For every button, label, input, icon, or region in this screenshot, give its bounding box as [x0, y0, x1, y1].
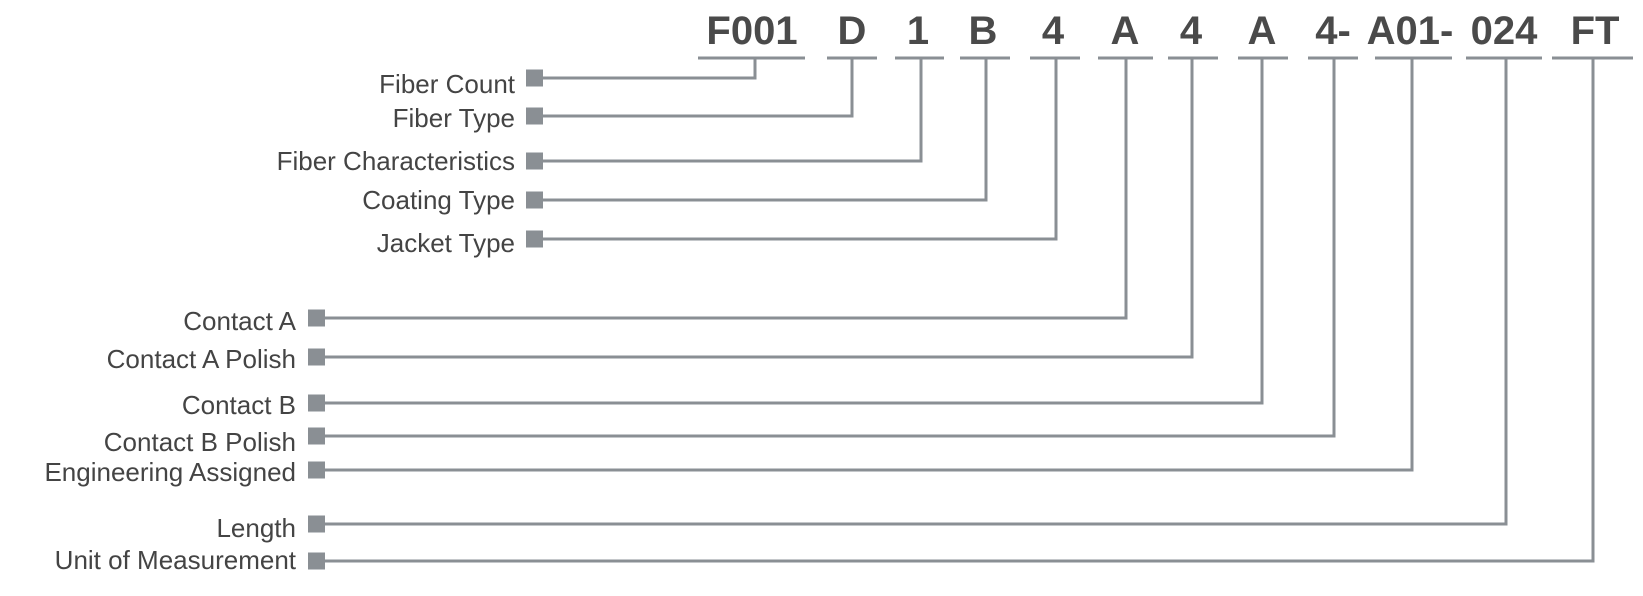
leader-line: [325, 58, 1194, 359]
code-segment: A01-: [1367, 9, 1454, 53]
code-segment: FT: [1571, 9, 1620, 53]
code-segment: A: [1248, 9, 1277, 53]
leader-line: [325, 58, 1508, 526]
field-label: Jacket Type: [377, 228, 515, 258]
marker-square: [308, 348, 325, 366]
code-segment: 4-: [1315, 9, 1351, 53]
field-label: Contact B Polish: [104, 427, 296, 457]
leader-line: [325, 58, 1336, 438]
leader-lines: [325, 58, 1595, 563]
leader-line: [325, 58, 1414, 472]
marker-square: [308, 309, 325, 327]
field-label: Fiber Characteristics: [277, 146, 515, 176]
leader-line: [543, 58, 854, 118]
code-segment: 1: [907, 9, 929, 53]
code-segment: 4: [1042, 9, 1065, 53]
marker-square: [526, 107, 543, 125]
code-segment: F001: [706, 9, 797, 53]
field-label: Length: [216, 513, 296, 543]
field-label: Unit of Measurement: [55, 545, 297, 575]
field-label: Contact B: [182, 390, 296, 420]
marker-square: [526, 69, 543, 87]
leader-line: [543, 58, 923, 163]
field-label: Contact A Polish: [107, 344, 296, 374]
leader-line: [325, 58, 1264, 405]
field-label: Coating Type: [362, 185, 515, 215]
code-segment: 4: [1180, 9, 1203, 53]
field-label: Contact A: [183, 306, 296, 336]
marker-square: [308, 427, 325, 445]
marker-square: [308, 515, 325, 533]
marker-square: [526, 152, 543, 170]
leader-line: [543, 58, 757, 80]
code-segment: B: [969, 9, 998, 53]
code-segment: A: [1111, 9, 1140, 53]
marker-square: [308, 552, 325, 570]
field-label: Engineering Assigned: [44, 457, 296, 487]
leader-line: [543, 58, 988, 202]
field-label: Fiber Count: [379, 69, 516, 99]
leader-line: [325, 58, 1128, 320]
leader-line: [325, 58, 1595, 563]
marker-square: [526, 230, 543, 248]
leader-line: [543, 58, 1058, 241]
field-label: Fiber Type: [393, 103, 515, 133]
marker-square: [526, 191, 543, 209]
marker-square: [308, 394, 325, 412]
code-segment: D: [838, 9, 867, 53]
code-segment: 024: [1471, 9, 1538, 53]
marker-square: [308, 461, 325, 479]
